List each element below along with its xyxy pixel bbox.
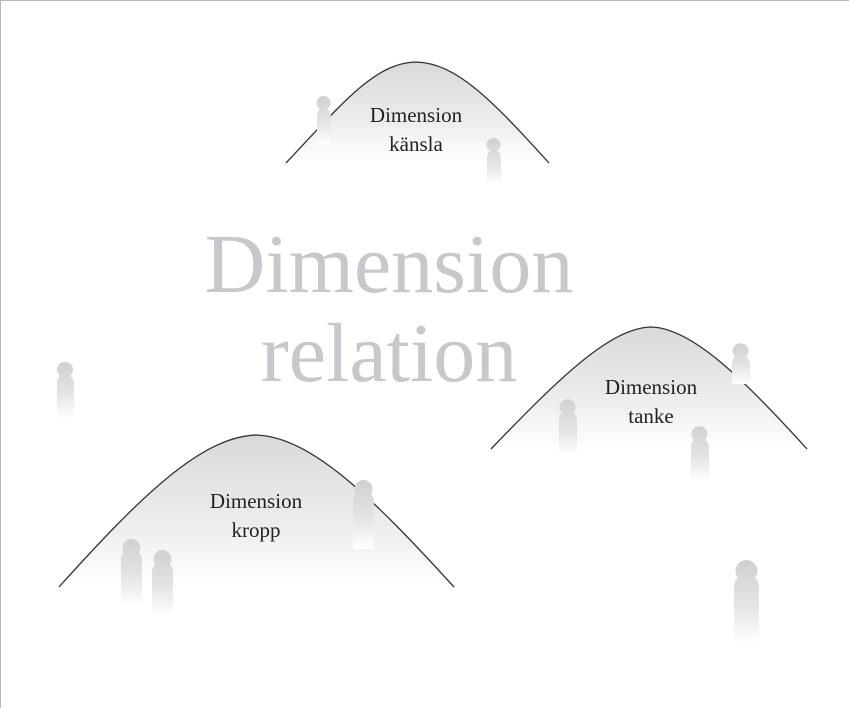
mound-tanke-label-line1: Dimension [605,375,698,399]
mound-kropp-label-line1: Dimension [210,489,303,513]
mound-kansla-label-line1: Dimension [370,103,463,127]
person-figure-icon [317,96,331,144]
mound-tanke-label-line2: tanke [628,404,673,428]
person-figure-icon [559,399,577,456]
person-figure-icon [487,138,502,185]
person-figure-icon [353,480,374,549]
mound-kansla-label-line2: känsla [389,132,443,156]
title-line2: relation [261,307,518,400]
person-figure-icon [152,550,173,616]
person-figure-icon [691,426,709,482]
title-line1: Dimension [205,218,574,311]
person-figure-icon [57,362,74,419]
person-figure-icon [734,560,759,643]
mound-kropp-label-line2: kropp [232,518,281,542]
person-figure-icon [732,343,750,384]
person-figure-icon [121,539,142,606]
